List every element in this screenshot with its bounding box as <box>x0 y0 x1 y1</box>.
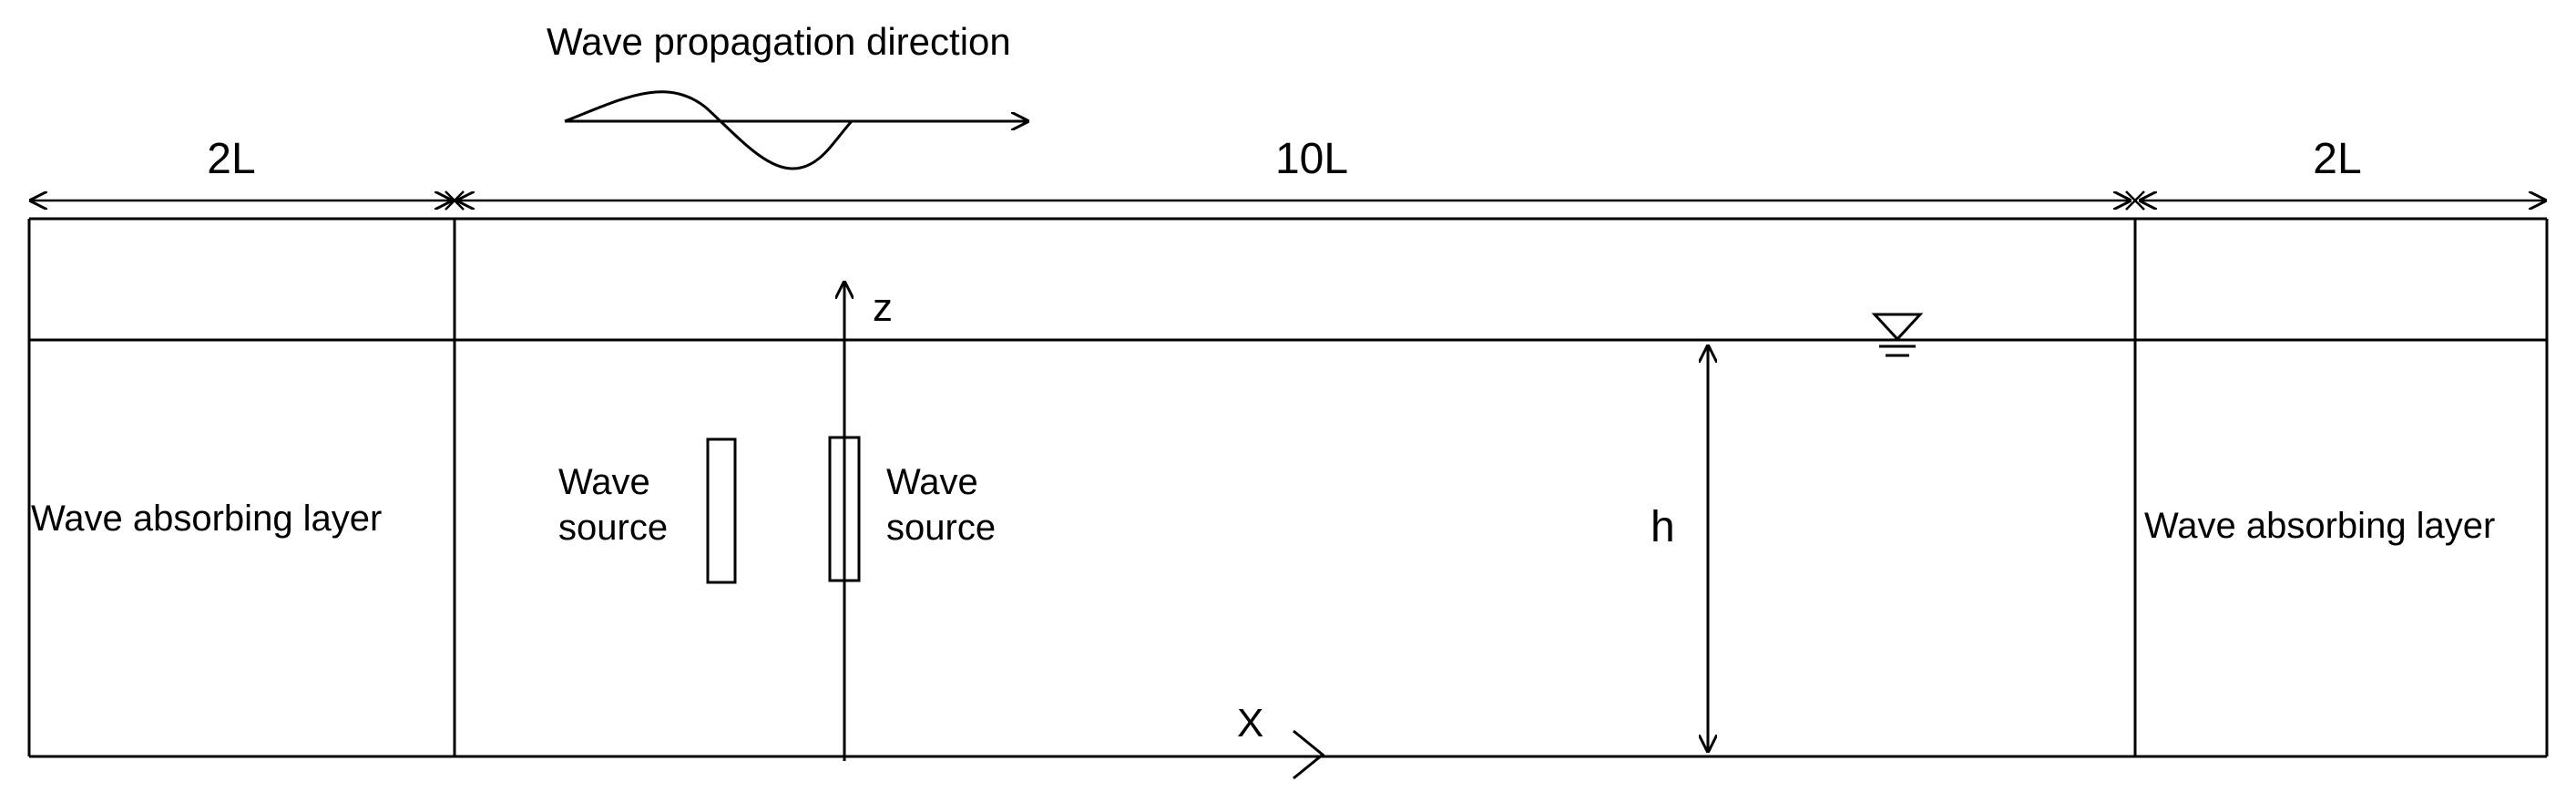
wave-source-label-2-line1: Wave <box>886 462 978 502</box>
wave-source-plate-1 <box>706 437 737 584</box>
dimension-label-right: 2L <box>2313 135 2361 183</box>
z-axis-label: z <box>873 285 893 330</box>
dimension-label-left: 2L <box>207 135 255 183</box>
x-axis-arrowhead <box>1293 729 1325 780</box>
dimension-label-center: 10L <box>1275 135 1348 183</box>
x-axis-label: X <box>1237 701 1263 746</box>
water-depth-label: h <box>1651 503 1675 551</box>
wave-source-label-2: Wave source <box>886 462 996 548</box>
wave-direction-title: Wave propagation direction <box>547 20 1011 63</box>
wave-direction-arrow-icon <box>564 90 1029 170</box>
wave-source-label-1-line2: source <box>558 508 668 548</box>
dimension-line <box>29 190 2547 211</box>
wave-source-label-2-line2: source <box>886 508 996 548</box>
right-absorbing-layer-label: Wave absorbing layer <box>2144 506 2495 546</box>
wave-tank-outline <box>27 217 2549 758</box>
left-absorbing-layer-label: Wave absorbing layer <box>31 499 382 539</box>
still-water-level-icon <box>1871 313 1924 357</box>
wave-source-label-1-line1: Wave <box>558 462 650 502</box>
wave-source-label-1: Wave source <box>558 462 668 548</box>
